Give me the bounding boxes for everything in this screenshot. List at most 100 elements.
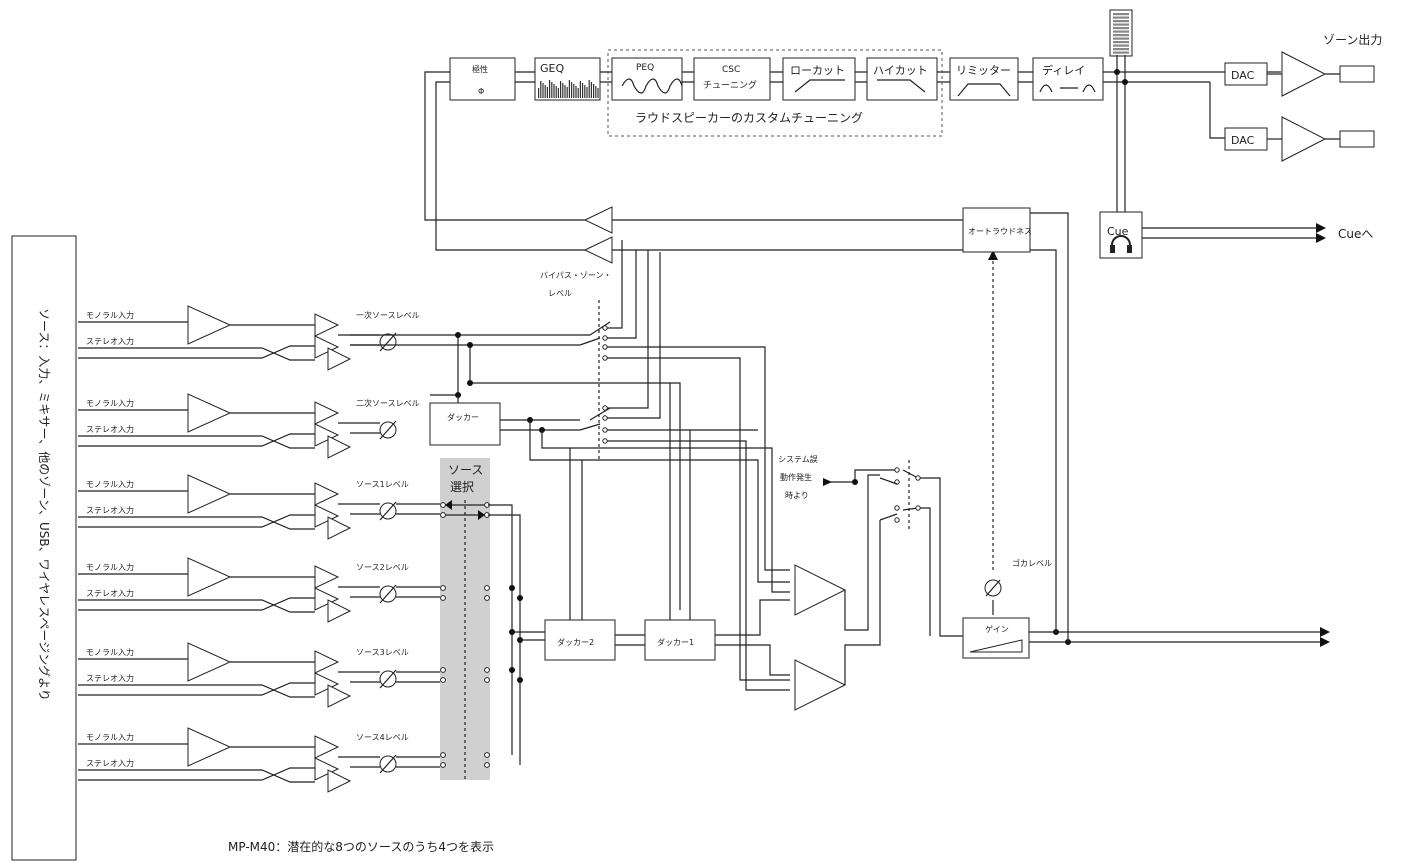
- stereo-amp-r: [314, 757, 340, 781]
- sum-amp: [327, 516, 352, 540]
- stereo-amp-r: [314, 504, 340, 528]
- mixer-amp-2: [794, 659, 847, 711]
- peq-box: [611, 57, 683, 101]
- ducker1-box: [644, 619, 716, 661]
- source-select-terminals: [440, 500, 490, 768]
- output-amp-1: [1281, 51, 1327, 97]
- system-alarm-label-3: 時より: [785, 491, 809, 500]
- priority-switches: [579, 240, 790, 610]
- ducker1-label: ダッカー1: [657, 637, 694, 647]
- source-select-block: [440, 458, 490, 780]
- mono-input-label: モノラル入力: [86, 732, 134, 742]
- source-panel-label: ソース：入力、ミキサー、他のゾーン、USB、ワイヤレスページングより: [37, 308, 51, 701]
- mono-input-label: モノラル入力: [86, 398, 134, 408]
- csc-label-2: チューニング: [703, 79, 757, 91]
- input-amp: [187, 474, 232, 514]
- stereo-amp-l: [314, 482, 340, 506]
- sum-amp: [327, 599, 352, 623]
- footnote: MP-M40：潜在的な8つのソースのうち4つを表示: [228, 839, 494, 854]
- input-amp: [187, 557, 232, 597]
- low-cut-curve-icon: [794, 79, 845, 93]
- input-amp: [187, 305, 232, 345]
- sum-amp: [327, 684, 352, 708]
- alarm-switches: [879, 460, 963, 637]
- auto-loudness-box: [962, 207, 1031, 253]
- low-cut-label: ローカット: [790, 64, 845, 77]
- gain-label: ゲイン: [985, 624, 1009, 634]
- dac-2-label: DAC: [1231, 134, 1255, 147]
- csc-label-1: CSC: [722, 65, 740, 75]
- cue-label: Cue: [1107, 225, 1129, 238]
- bypass-amp-2: [583, 236, 613, 264]
- peq-label: PEQ: [636, 63, 654, 73]
- polarity-label: 極性: [472, 64, 488, 74]
- input-amp: [187, 642, 232, 682]
- stereo-amp-r: [314, 335, 340, 359]
- ducker2-box: [544, 619, 616, 661]
- peq-curve-icon: [621, 78, 683, 94]
- delay-wave-icon: [1039, 84, 1096, 93]
- mono-input-label: モノラル入力: [86, 310, 134, 320]
- mono-input-label: モノラル入力: [86, 479, 134, 489]
- limiter-curve-icon: [957, 83, 1011, 97]
- stereo-input-label: ステレオ入力: [86, 424, 134, 434]
- zone-output-connector-1: [1339, 65, 1375, 83]
- polarity-symbol: Φ: [478, 87, 484, 96]
- output-amp-2: [1281, 116, 1327, 162]
- source-select-label-2: 選択: [450, 480, 474, 494]
- stereo-input-label: ステレオ入力: [86, 588, 134, 598]
- stereo-amp-r: [314, 672, 340, 696]
- bypass-label-1: バイパス・ゾーン・: [540, 271, 611, 280]
- ducker-box: [429, 402, 501, 446]
- stereo-amp-l: [314, 650, 340, 674]
- source-level-label: ソース3レベル: [356, 648, 409, 657]
- headphones-icon: [1111, 235, 1131, 250]
- zone-output-label: ゾーン出力: [1323, 33, 1382, 47]
- sum-amp: [327, 347, 352, 371]
- stereo-amp-r: [314, 587, 340, 611]
- source-level-label: ソース4レベル: [356, 733, 409, 742]
- bypass-amp-1: [583, 206, 613, 234]
- delay-label: ディレイ: [1042, 63, 1085, 77]
- input-amp: [187, 727, 232, 767]
- mono-input-label: モノラル入力: [86, 562, 134, 572]
- sum-amp: [327, 435, 352, 459]
- mic-level-label: ゴカレベル: [1012, 558, 1052, 568]
- high-cut-label: ハイカット: [873, 64, 928, 77]
- custom-tuning-label: ラウドスピーカーのカスタムチューニング: [635, 111, 863, 125]
- source-level-label: 一次ソースレベル: [356, 310, 420, 320]
- stereo-input-label: ステレオ入力: [86, 336, 134, 346]
- stereo-amp-l: [314, 313, 340, 337]
- selected-bus: [488, 504, 545, 765]
- mono-input-label: モノラル入力: [86, 647, 134, 657]
- stereo-input-label: ステレオ入力: [86, 758, 134, 768]
- source-level-label: ソース2レベル: [356, 563, 409, 572]
- high-cut-curve-icon: [877, 79, 926, 93]
- sum-amp: [327, 769, 352, 793]
- system-alarm-label-1: システム誤: [778, 454, 818, 464]
- stereo-amp-l: [314, 565, 340, 589]
- polarity-box: [449, 57, 516, 101]
- primary-secondary-routing: [350, 332, 790, 610]
- ducker-label: ダッカー: [447, 412, 479, 422]
- source-panel: [11, 235, 77, 861]
- source-level-label: ソース1レベル: [356, 480, 409, 489]
- stereo-input-label: ステレオ入力: [86, 505, 134, 515]
- high-cut-box: [866, 57, 938, 101]
- source-select-label-1: ソース: [448, 463, 483, 477]
- input-amp: [187, 393, 232, 433]
- processing-chain: 極性 Φ GEQ PEQ CSC チューニング ローカット ハイカット ラウドス…: [449, 9, 1382, 259]
- bypass-label-2: レベル: [548, 289, 572, 298]
- limiter-box: [949, 57, 1019, 101]
- stereo-input-label: ステレオ入力: [86, 673, 134, 683]
- stereo-amp-r: [314, 423, 340, 447]
- auto-loudness-label: オートラウドネス: [968, 227, 1032, 236]
- low-cut-box: [782, 57, 856, 101]
